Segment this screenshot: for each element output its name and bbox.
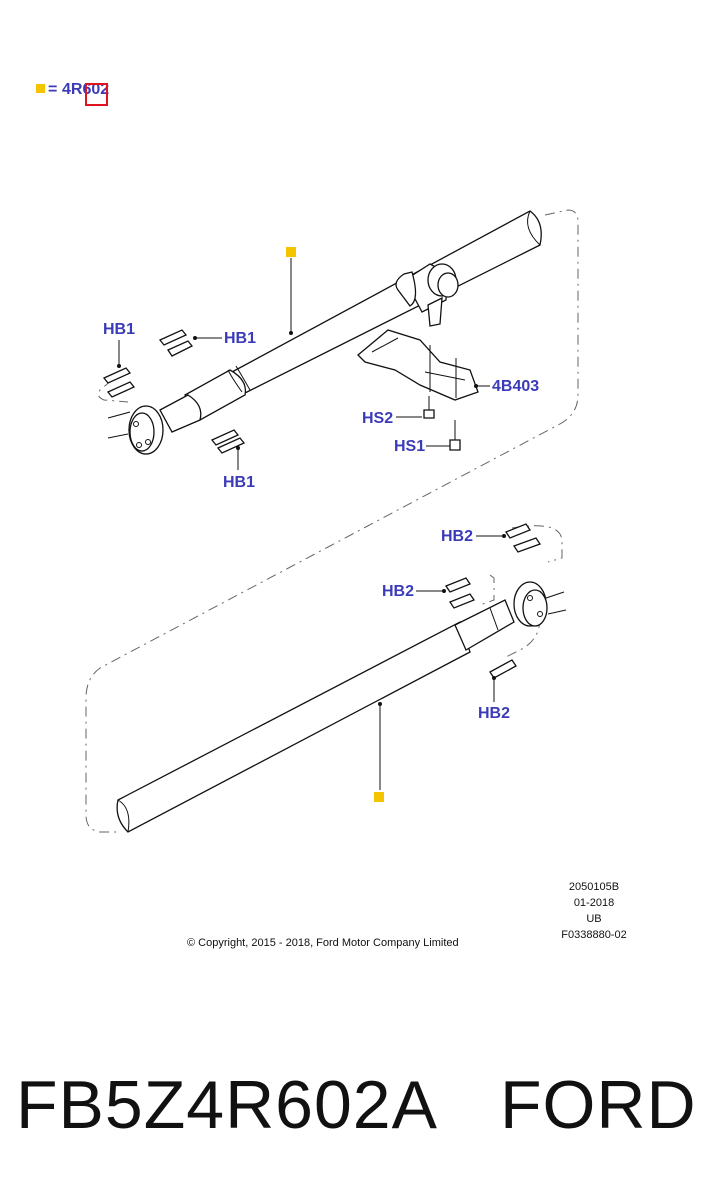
part-number: FB5Z4R602A xyxy=(16,1067,438,1143)
front-shaft-marker xyxy=(374,792,384,802)
hb1-label-bottom[interactable]: HB1 xyxy=(223,474,255,491)
drawing-region: UB xyxy=(586,913,601,925)
bracket-label[interactable]: 4B403 xyxy=(492,378,539,395)
bracket-4B403 xyxy=(357,329,479,401)
legend-marker xyxy=(36,84,45,93)
hb2-boundary xyxy=(479,525,563,606)
front-shaft xyxy=(116,581,567,833)
copyright-text: © Copyright, 2015 - 2018, Ford Motor Com… xyxy=(187,937,459,949)
rear-boundary xyxy=(97,379,129,403)
hb1-bolt-lower xyxy=(210,429,246,454)
hb2-label-top[interactable]: HB2 xyxy=(441,528,473,545)
hs2-label[interactable]: HS2 xyxy=(362,410,393,427)
brand-name: FORD xyxy=(500,1067,697,1143)
drawing-code: 2050105B xyxy=(569,881,619,893)
hb1-label-top-left[interactable]: HB1 xyxy=(103,321,135,338)
legend-highlight-box xyxy=(85,83,108,106)
rear-shaft-marker xyxy=(286,247,296,257)
hb2-bolt-middle xyxy=(445,577,475,609)
hs2-screw xyxy=(423,396,435,419)
rear-shaft xyxy=(107,210,542,455)
hb2-label-bottom[interactable]: HB2 xyxy=(478,705,510,722)
drawing-date: 01-2018 xyxy=(574,897,614,909)
hb1-bolt-upper xyxy=(158,329,194,357)
hb2-label-middle[interactable]: HB2 xyxy=(382,583,414,600)
hs1-label[interactable]: HS1 xyxy=(394,438,425,455)
legend-equals: = xyxy=(48,81,57,98)
hs1-bolt xyxy=(449,420,461,451)
hb1-label-top-right[interactable]: HB1 xyxy=(224,330,256,347)
hb1-bolt-left xyxy=(102,367,136,398)
figure-number: F0338880-02 xyxy=(561,929,626,941)
driveshaft-diagram: = 4R602 HB1 xyxy=(36,81,627,949)
hb2-bolt-top xyxy=(505,523,541,553)
assembly-boundary xyxy=(85,209,579,833)
hb2-bolt-lower xyxy=(489,659,517,679)
footer: FB5Z4R602A FORD xyxy=(0,1050,708,1160)
